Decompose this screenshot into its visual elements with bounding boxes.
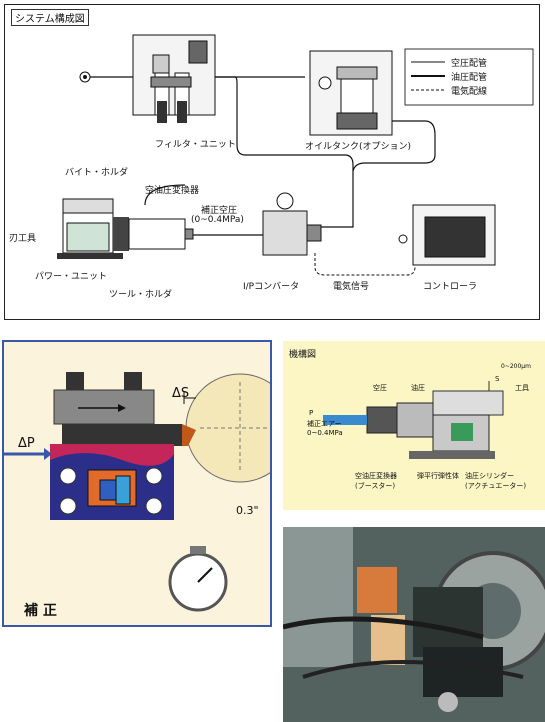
mech-cylinder: 油圧シリンダー bbox=[465, 472, 514, 480]
ip-converter-drawing bbox=[262, 192, 322, 256]
mech-range: 0~200μm bbox=[501, 363, 531, 370]
label-corr-pressure: 補正空圧 bbox=[201, 206, 238, 216]
mech-oil: 油圧 bbox=[411, 384, 425, 392]
oil-line-tank bbox=[352, 120, 436, 172]
tool-holder-drawing bbox=[57, 198, 194, 259]
label-blade: 刃工具 bbox=[9, 234, 37, 244]
mech-converter: 空油圧変換器 bbox=[355, 472, 397, 480]
delta-s-label: ΔS bbox=[172, 386, 190, 401]
label-oil-tank: オイルタンク(オプション) bbox=[305, 142, 412, 152]
mechanism-drawing bbox=[323, 381, 504, 459]
mech-booster: (ブースター) bbox=[355, 482, 396, 490]
air-line-converter-top bbox=[144, 184, 186, 206]
mech-elastic: 弾平行弾性体 bbox=[417, 472, 459, 480]
mech-p: P bbox=[309, 409, 314, 417]
correction-label: 補 正 bbox=[24, 603, 57, 619]
tool-holder-block bbox=[53, 389, 155, 425]
correction-panel: ΔP ΔS 0.3" 補 正 bbox=[2, 340, 272, 627]
label-elec-signal: 電気信号 bbox=[333, 282, 370, 292]
mech-corr-air-range: 0~0.4MPa bbox=[307, 429, 343, 437]
mech-air: 空圧 bbox=[373, 384, 387, 392]
delta-p-label: ΔP bbox=[18, 436, 35, 451]
mech-corr-air: 補正エアー bbox=[307, 420, 342, 428]
cutting-tool bbox=[62, 424, 182, 446]
system-drawing bbox=[57, 34, 534, 276]
system-diagram-panel: システム構成図 bbox=[4, 4, 540, 320]
legend-oil: 油圧配管 bbox=[451, 73, 488, 83]
label-controller: コントローラ bbox=[423, 282, 478, 292]
label-tool-holder: ツール・ホルダ bbox=[109, 290, 173, 300]
label-converter: 空油圧変換器 bbox=[145, 186, 200, 196]
clamp-bolt-left bbox=[66, 372, 84, 394]
correction-drawing bbox=[4, 372, 270, 612]
controller-drawing bbox=[398, 204, 496, 266]
mechanism-title: 機構図 bbox=[289, 350, 317, 360]
legend-elec: 電気配線 bbox=[451, 87, 488, 97]
legend-air: 空圧配管 bbox=[451, 59, 488, 69]
mech-tool: 工具 bbox=[515, 384, 529, 392]
machine-photo bbox=[283, 527, 545, 722]
clamp-bolt-right bbox=[124, 372, 142, 394]
electric-line bbox=[314, 241, 416, 276]
label-power-unit: パワー・ユニット bbox=[35, 272, 108, 282]
air-line-filter-ip bbox=[213, 76, 354, 228]
legend-box bbox=[404, 48, 534, 106]
filter-unit-drawing bbox=[132, 34, 216, 123]
label-filter-unit: フィルタ・ユニット bbox=[155, 140, 236, 150]
mechanism-panel: 機構図 0~200μm S 工具 空圧 油圧 P 補正エアー 0~0.4MPa … bbox=[283, 341, 545, 510]
mech-actuator: (アクチュエーター) bbox=[465, 482, 527, 490]
time-label: 0.3" bbox=[236, 504, 259, 517]
photo-drawing bbox=[283, 527, 545, 722]
label-bite-holder: バイト・ホルダ bbox=[65, 168, 129, 178]
system-title: システム構成図 bbox=[11, 9, 89, 26]
mech-s: S bbox=[495, 375, 500, 383]
oil-tank-drawing bbox=[309, 50, 393, 136]
label-ip-converter: I/Pコンバータ bbox=[243, 282, 300, 292]
label-pressure-range: (0~0.4MPa) bbox=[191, 215, 244, 225]
